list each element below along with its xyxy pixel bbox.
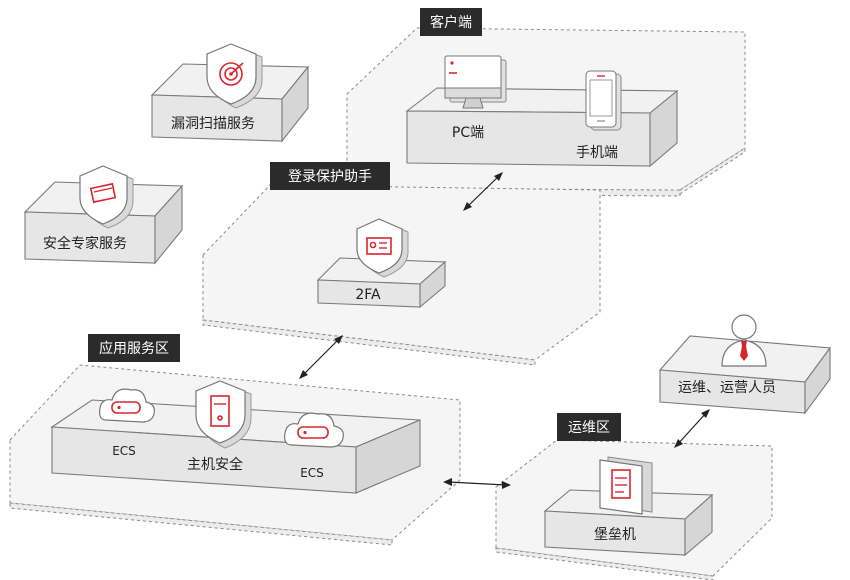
expert-service[interactable]: 安全专家服务 xyxy=(23,165,184,265)
arrow-login-app xyxy=(299,335,343,379)
vuln-scan-service[interactable]: 漏洞扫描服务 xyxy=(150,43,310,143)
document-icon xyxy=(599,456,653,515)
zone-app-tag: 应用服务区 xyxy=(99,340,169,357)
ecs-left-label: ECS xyxy=(112,444,136,458)
app-platform: ECS 主机安全 ECS xyxy=(50,380,421,494)
bastion-label: 堡垒机 xyxy=(594,527,636,543)
twofa-platform[interactable]: 2FA xyxy=(316,218,447,309)
monitor-icon xyxy=(444,55,507,109)
mobile-label: 手机端 xyxy=(576,145,618,161)
bastion-platform[interactable]: 堡垒机 xyxy=(543,456,714,557)
vuln-scan-label: 漏洞扫描服务 xyxy=(171,116,255,132)
target-shield-icon xyxy=(206,43,263,109)
ops-staff[interactable]: 运维、运营人员 xyxy=(658,314,832,415)
cloud-server-icon-right xyxy=(284,412,344,448)
server-shield-icon xyxy=(195,380,252,449)
ops-staff-label: 运维、运营人员 xyxy=(678,380,776,396)
pc-label: PC端 xyxy=(452,125,484,141)
phone-icon xyxy=(585,70,622,131)
cloud-server-icon xyxy=(99,388,155,423)
person-icon xyxy=(721,314,767,367)
zone-client-tag: 客户端 xyxy=(430,14,472,31)
arrow-app-ops xyxy=(443,478,511,489)
host-security-label: 主机安全 xyxy=(187,456,243,473)
arrow-staff-ops xyxy=(674,409,710,448)
expert-service-label: 安全专家服务 xyxy=(43,235,127,252)
zone-login-tag: 登录保护助手 xyxy=(288,169,372,185)
twofa-label: 2FA xyxy=(355,287,381,303)
ecs-right-label: ECS xyxy=(300,466,324,480)
arrow-client-login xyxy=(463,172,503,211)
card-shield-icon xyxy=(79,165,134,229)
zone-ops-tag: 运维区 xyxy=(568,420,610,436)
id-card-shield-icon xyxy=(356,218,409,278)
client-platform: PC端 手机端 xyxy=(405,55,679,168)
